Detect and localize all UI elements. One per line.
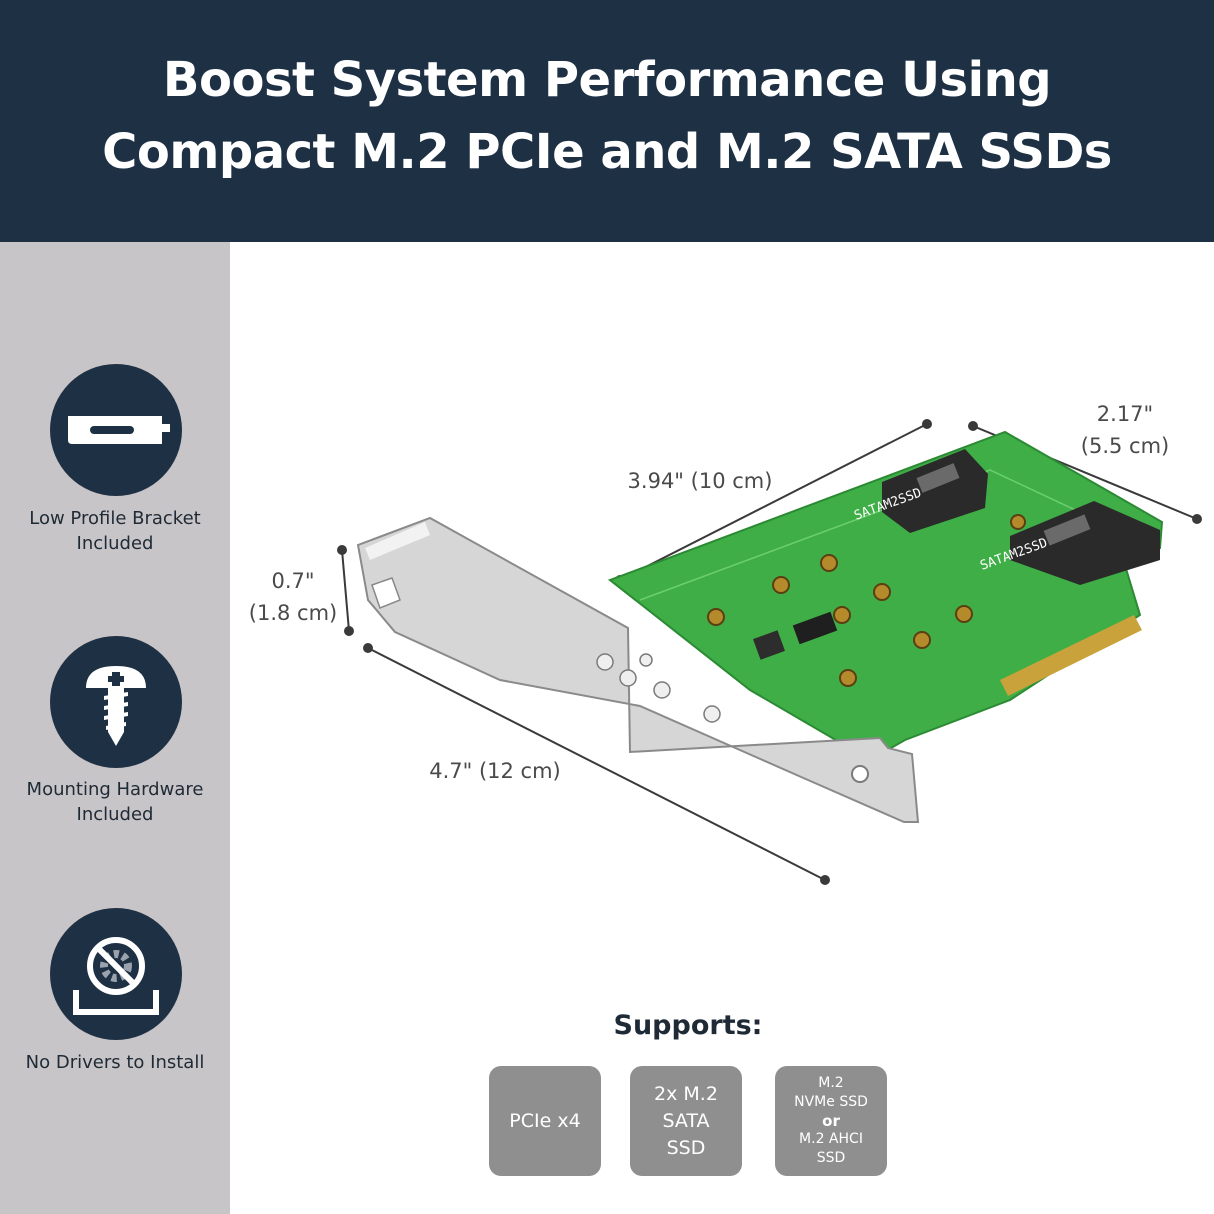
bracket-length-label: 4.7" (12 cm)	[429, 759, 561, 783]
card-width-label: 2.17" (5.5 cm)	[1080, 402, 1170, 458]
page-title-line-1: Boost System Performance Using	[162, 52, 1052, 108]
feature-label-drivers: No Drivers to Install	[25, 1052, 205, 1073]
support-tile-nvme: M.2 NVMe SSD or M.2 AHCI SSD	[775, 1066, 887, 1176]
feature-label-bracket: Low Profile Bracket Included	[29, 508, 201, 554]
card-length-label: 3.94" (10 cm)	[627, 469, 773, 493]
page-title-line-2: Compact M.2 PCIe and M.2 SATA SSDs	[102, 124, 1112, 180]
header-banner: Boost System Performance Using Compact M…	[0, 0, 1214, 242]
bracket-icon	[50, 364, 182, 496]
pcb-board	[607, 430, 1164, 762]
screw-icon	[50, 636, 182, 768]
dimension-lines	[337, 419, 1202, 885]
pcie-card-illustration: SATAM2SSD SATAM2SSD	[337, 419, 1202, 885]
supports-title: Supports:	[613, 1010, 763, 1041]
support-tile-pcie: PCIe x4	[489, 1066, 601, 1176]
no-driver-icon	[50, 908, 182, 1040]
feature-label-mounting: Mounting Hardware Included	[26, 779, 204, 825]
metal-bracket	[356, 516, 920, 823]
product-diagram: SATAM2SSD SATAM2SSD	[230, 242, 1214, 1002]
height-dimension-label: 0.7" (1.8 cm)	[248, 569, 338, 625]
support-tile-sata: 2x M.2 SATA SSD	[630, 1066, 742, 1176]
